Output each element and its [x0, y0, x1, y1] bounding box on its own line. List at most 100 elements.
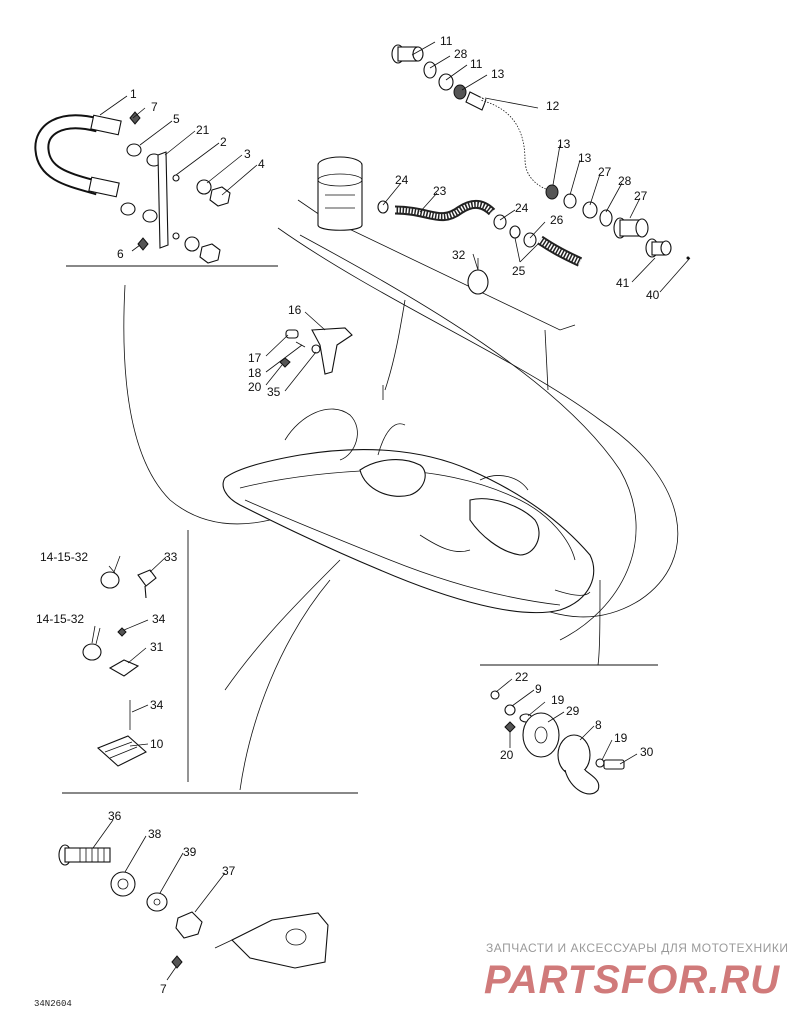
screw-part — [603, 759, 625, 770]
drain-part — [557, 734, 591, 776]
washer-part — [504, 704, 516, 716]
callout-label: 6 — [117, 247, 124, 261]
nut-part — [199, 243, 221, 264]
callout-label: 19 — [614, 731, 628, 745]
lever-part — [311, 327, 353, 375]
pin-part — [285, 329, 299, 339]
washer-part — [126, 143, 142, 157]
callout-label: 22 — [515, 670, 529, 684]
clamp-part — [377, 200, 389, 214]
callout-label: 3 — [244, 147, 251, 161]
thread-part — [90, 114, 122, 136]
washer-part — [172, 232, 180, 240]
sprocket-part — [110, 871, 136, 897]
mount-plate-part — [231, 912, 329, 969]
callout-label: 12 — [546, 99, 560, 113]
fitting-part — [645, 238, 672, 258]
callout-label: 20 — [248, 380, 262, 394]
tie-clamp-part — [82, 627, 102, 661]
nut-part — [504, 721, 516, 733]
watermark-logo: PARTSFOR.RU — [484, 958, 780, 1002]
washer-part — [142, 209, 158, 223]
clip-part — [108, 659, 140, 677]
watermark-caption: ЗАПЧАСТИ И АКСЕССУАРЫ ДЛЯ МОТОТЕХНИКИ — [486, 941, 788, 955]
callout-label: 25 — [512, 264, 526, 278]
callout-label: 37 — [222, 864, 236, 878]
drain-part — [564, 769, 600, 795]
callout-label: 11 — [470, 57, 483, 71]
bracket-part — [157, 151, 169, 249]
bolt-assembly — [58, 844, 329, 969]
callout-label: 32 — [452, 248, 466, 262]
lever-assembly — [279, 327, 353, 375]
washer-part — [490, 690, 500, 700]
callout-label: 5 — [173, 112, 180, 126]
washer-part — [146, 892, 168, 912]
callout-labels: 11 28 11 13 12 13 13 27 28 27 24 23 24 2… — [36, 34, 660, 996]
tie-clamp-part — [467, 258, 489, 295]
callout-label: 24 — [515, 201, 529, 215]
callout-label: 31 — [150, 640, 164, 654]
nut-part — [175, 911, 203, 939]
callout-label: 33 — [164, 550, 178, 564]
washer-part — [599, 209, 613, 227]
screw-part — [137, 569, 157, 599]
context-leader-lines — [123, 199, 679, 791]
callout-label: 7 — [160, 982, 167, 996]
clamp-part — [563, 193, 577, 209]
callout-label: 20 — [500, 748, 514, 762]
callout-label: 2 — [220, 135, 227, 149]
nut-part — [117, 627, 127, 637]
callout-label: 13 — [578, 151, 592, 165]
fitting-part — [391, 44, 424, 64]
clamp-part — [509, 225, 521, 239]
callout-label: 18 — [248, 366, 262, 380]
washer-part — [311, 344, 321, 354]
washer-part — [595, 758, 605, 768]
callout-label: 28 — [454, 47, 468, 61]
callout-label: 23 — [433, 184, 447, 198]
callout-label: 26 — [550, 213, 564, 227]
filter-housing-part — [317, 156, 363, 231]
callout-label: 8 — [595, 718, 602, 732]
callout-label: 14-15-32 — [36, 612, 84, 626]
callout-label: 13 — [557, 137, 571, 151]
callout-label: 1 — [130, 87, 137, 101]
callout-label: 35 — [267, 385, 281, 399]
callout-label: 14-15-32 — [40, 550, 88, 564]
callout-label: 30 — [640, 745, 654, 759]
washer-part — [184, 236, 200, 252]
thread-part — [88, 176, 120, 198]
callout-label: 24 — [395, 173, 409, 187]
callout-label: 27 — [634, 189, 648, 203]
nut-part — [171, 955, 183, 969]
washer-part — [196, 179, 212, 195]
callout-label: 40 — [646, 288, 660, 302]
leader-lines — [91, 41, 691, 981]
washer-part — [172, 174, 180, 182]
callout-label: 21 — [196, 123, 210, 137]
clip-assemblies — [82, 555, 157, 767]
callout-label: 4 — [258, 157, 265, 171]
callout-label: 34 — [152, 612, 166, 626]
callout-label: 28 — [618, 174, 632, 188]
callout-label: 41 — [616, 276, 630, 290]
washer-part — [423, 61, 437, 79]
callout-label: 17 — [248, 351, 262, 365]
bolt-part — [64, 847, 111, 863]
plate-part — [96, 735, 147, 767]
washer-part — [120, 202, 136, 216]
callout-label: 36 — [108, 809, 122, 823]
callout-label: 38 — [148, 827, 162, 841]
u-handle-assembly — [34, 111, 231, 264]
hose-part — [465, 91, 487, 111]
pin-part — [295, 341, 306, 348]
gasket-part — [522, 712, 560, 758]
callout-label: 13 — [491, 67, 505, 81]
nut-part — [129, 111, 141, 125]
drain-plug-assembly — [490, 690, 625, 795]
clamp-part — [523, 232, 537, 248]
nut-part — [137, 237, 149, 251]
diagram-code: 34N2604 — [34, 999, 72, 1009]
